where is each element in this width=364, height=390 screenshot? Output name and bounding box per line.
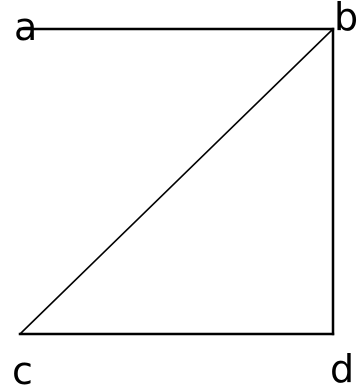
vertex-label-d: d (330, 347, 354, 390)
vertex-label-a: a (14, 5, 37, 49)
segment-c-b (19, 28, 334, 335)
vertex-label-c: c (12, 349, 33, 390)
vertex-label-b: b (334, 0, 358, 39)
